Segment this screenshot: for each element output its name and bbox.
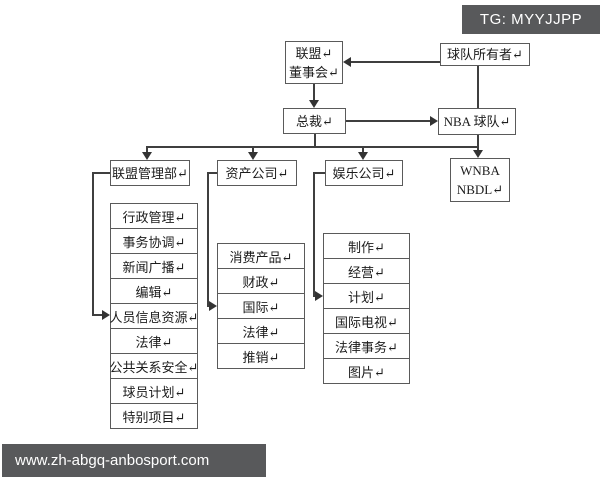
org-box: 事务协调↵ — [110, 228, 198, 254]
connector-asset-elbow-vertical — [207, 172, 209, 306]
node-label: 联盟↵ — [295, 45, 333, 61]
node-label: 董事会↵ — [289, 64, 339, 80]
org-box: 特别项目↵ — [110, 403, 198, 429]
asset-company-children-column: 消费产品↵ 财政↵ 国际↵ 法律↵ 推销↵ — [217, 243, 305, 369]
org-box: 新闻广播↵ — [110, 253, 198, 279]
node-team-owners: 球队所有者↵ — [440, 43, 530, 66]
connector-admin-elbow-vertical — [92, 172, 94, 315]
connector-stub-asset — [252, 146, 254, 154]
org-box: 球员计划↵ — [110, 378, 198, 404]
website-url-bar: www.zh-abgq-anbosport.com — [2, 444, 266, 477]
org-box: 计划↵ — [323, 283, 410, 309]
connector-owners-to-nba — [477, 66, 479, 108]
org-box: 经营↵ — [323, 258, 410, 284]
arrowhead-into-plan — [315, 291, 323, 301]
node-league-board: 联盟↵ 董事会↵ — [285, 41, 343, 84]
connector-president-to-nba — [346, 120, 430, 122]
org-box: 法律↵ — [217, 318, 305, 344]
connector-board-to-president — [313, 84, 315, 101]
entertainment-children-column: 制作↵ 经营↵ 计划↵ 国际电视↵ 法律事务↵ 图片↵ — [323, 233, 410, 384]
arrowhead-into-wnba — [473, 150, 483, 158]
telegram-badge: TG: MYYJJPP — [462, 5, 600, 34]
org-box: 人员信息资源↵ — [110, 303, 198, 329]
org-box: 财政↵ — [217, 268, 305, 294]
org-box: 法律↵ — [110, 328, 198, 354]
connector-stub-entertainment — [362, 146, 364, 154]
arrowhead-into-league-admin — [142, 152, 152, 160]
arrowhead-into-personnel-info — [102, 310, 110, 320]
connector-ent-elbow-vertical — [313, 172, 315, 296]
arrowhead-into-international — [209, 301, 217, 311]
connector-ent-elbow-top — [313, 172, 325, 174]
org-box: 国际↵ — [217, 293, 305, 319]
arrowhead-into-nba — [430, 116, 438, 126]
connector-nba-feed — [477, 135, 479, 151]
connector-branch-rail — [146, 146, 479, 148]
org-box: 推销↵ — [217, 343, 305, 369]
connector-admin-elbow-top — [92, 172, 110, 174]
connector-president-feed — [314, 134, 316, 148]
node-nba-teams: NBA 球队↵ — [438, 108, 516, 135]
node-league-admin-dept: 联盟管理部↵ — [110, 160, 190, 186]
arrowhead-into-president — [309, 100, 319, 108]
node-president: 总裁↵ — [283, 108, 346, 134]
node-label: NBDL↵ — [456, 182, 504, 197]
org-box: 消费产品↵ — [217, 243, 305, 269]
arrowhead-into-asset — [248, 152, 258, 160]
org-box: 国际电视↵ — [323, 308, 410, 334]
league-admin-children-column: 行政管理↵ 事务协调↵ 新闻广播↵ 编辑↵ 人员信息资源↵ 法律↵ 公共关系安全… — [110, 203, 198, 429]
node-wnba-nbdl: WNBA NBDL↵ — [450, 158, 510, 202]
connector-admin-elbow-bottom — [92, 314, 103, 316]
node-entertainment-company: 娱乐公司↵ — [325, 160, 403, 186]
org-box: 公共关系安全↵ — [110, 353, 198, 379]
arrowhead-into-entertainment — [358, 152, 368, 160]
node-label: WNBA — [460, 163, 500, 178]
node-asset-company: 资产公司↵ — [217, 160, 297, 186]
connector-asset-elbow-top — [207, 172, 217, 174]
org-box: 图片↵ — [323, 358, 410, 384]
org-box: 行政管理↵ — [110, 203, 198, 229]
org-box: 编辑↵ — [110, 278, 198, 304]
org-box: 制作↵ — [323, 233, 410, 259]
org-box: 法律事务↵ — [323, 333, 410, 359]
connector-stub-league-admin — [146, 146, 148, 154]
connector-owners-to-board — [351, 61, 440, 63]
arrowhead-into-board — [343, 57, 351, 67]
